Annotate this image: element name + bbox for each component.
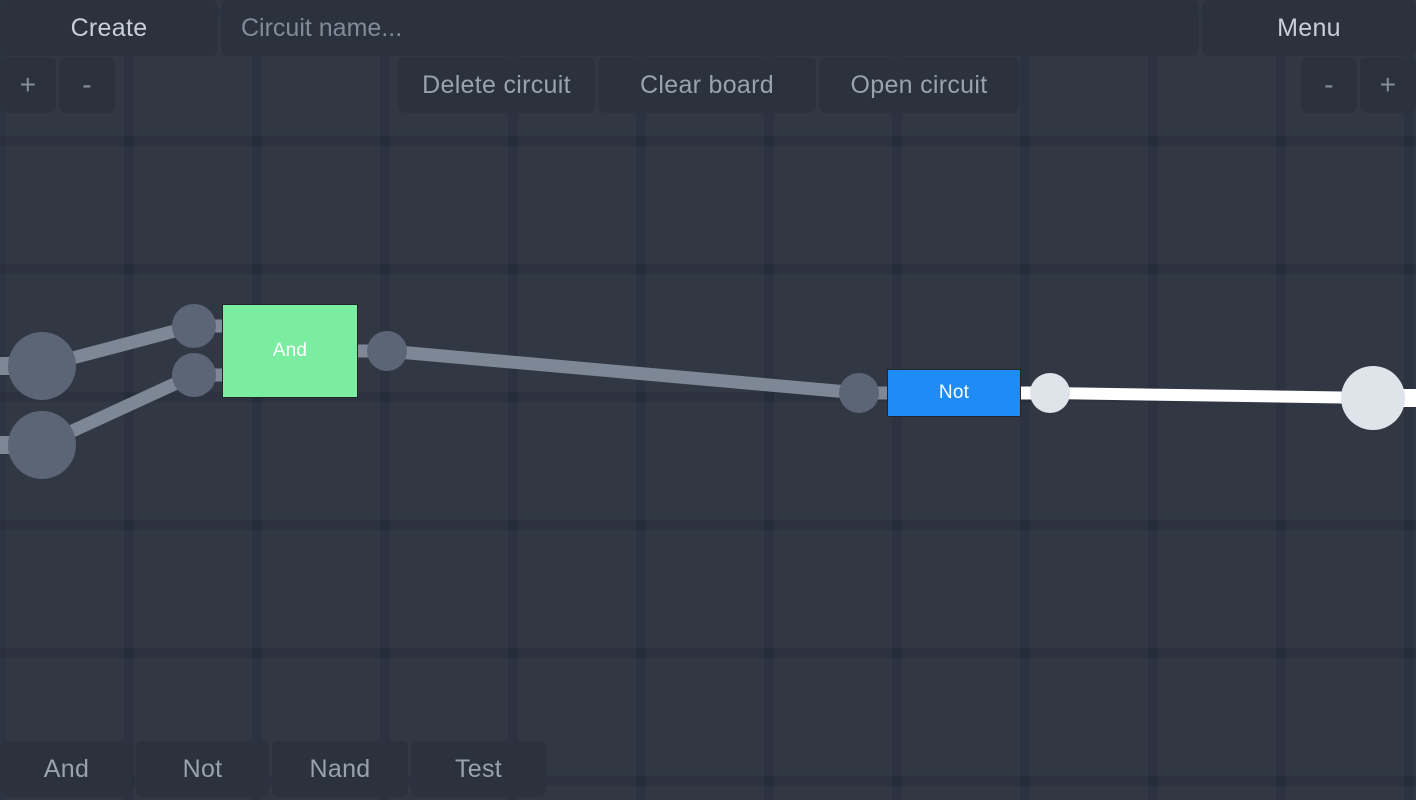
palette-gate-test[interactable]: Test: [411, 741, 546, 797]
clear-board-button[interactable]: Clear board: [598, 57, 816, 113]
wire[interactable]: [1049, 387, 1374, 404]
wire[interactable]: [386, 344, 860, 400]
gate-not[interactable]: Not: [887, 369, 1021, 417]
open-circuit-button[interactable]: Open circuit: [819, 57, 1019, 113]
palette-gate-and[interactable]: And: [0, 741, 133, 797]
menu-button[interactable]: Menu: [1202, 0, 1416, 56]
palette-gate-not[interactable]: Not: [136, 741, 269, 797]
circuit-node-and-out[interactable]: [367, 331, 407, 371]
gate-label: Not: [938, 382, 970, 403]
delete-circuit-button[interactable]: Delete circuit: [398, 57, 595, 113]
zoom-in-right-button[interactable]: +: [1360, 57, 1416, 113]
create-button[interactable]: Create: [0, 0, 218, 56]
zoom-in-left-button[interactable]: +: [0, 57, 56, 113]
zoom-out-right-button[interactable]: -: [1301, 57, 1357, 113]
circuit-node-not-out[interactable]: [1030, 373, 1070, 413]
toolbar-second: + - Delete circuit Clear board Open circ…: [0, 57, 1416, 113]
gate-label: And: [272, 340, 308, 361]
circuit-node-in-b[interactable]: [8, 411, 76, 479]
zoom-out-left-button[interactable]: -: [59, 57, 115, 113]
palette-gate-nand[interactable]: Nand: [272, 741, 408, 797]
circuit-node-not-in[interactable]: [839, 373, 879, 413]
gate-and[interactable]: And: [222, 304, 358, 398]
circuit-node-in-a[interactable]: [8, 332, 76, 400]
circuit-node-out-final[interactable]: [1341, 366, 1405, 430]
toolbar-top: Create Menu: [0, 0, 1416, 56]
circuit-node-and-in-2[interactable]: [172, 353, 216, 397]
circuit-name-input[interactable]: [221, 0, 1199, 56]
circuit-node-and-in-1[interactable]: [172, 304, 216, 348]
